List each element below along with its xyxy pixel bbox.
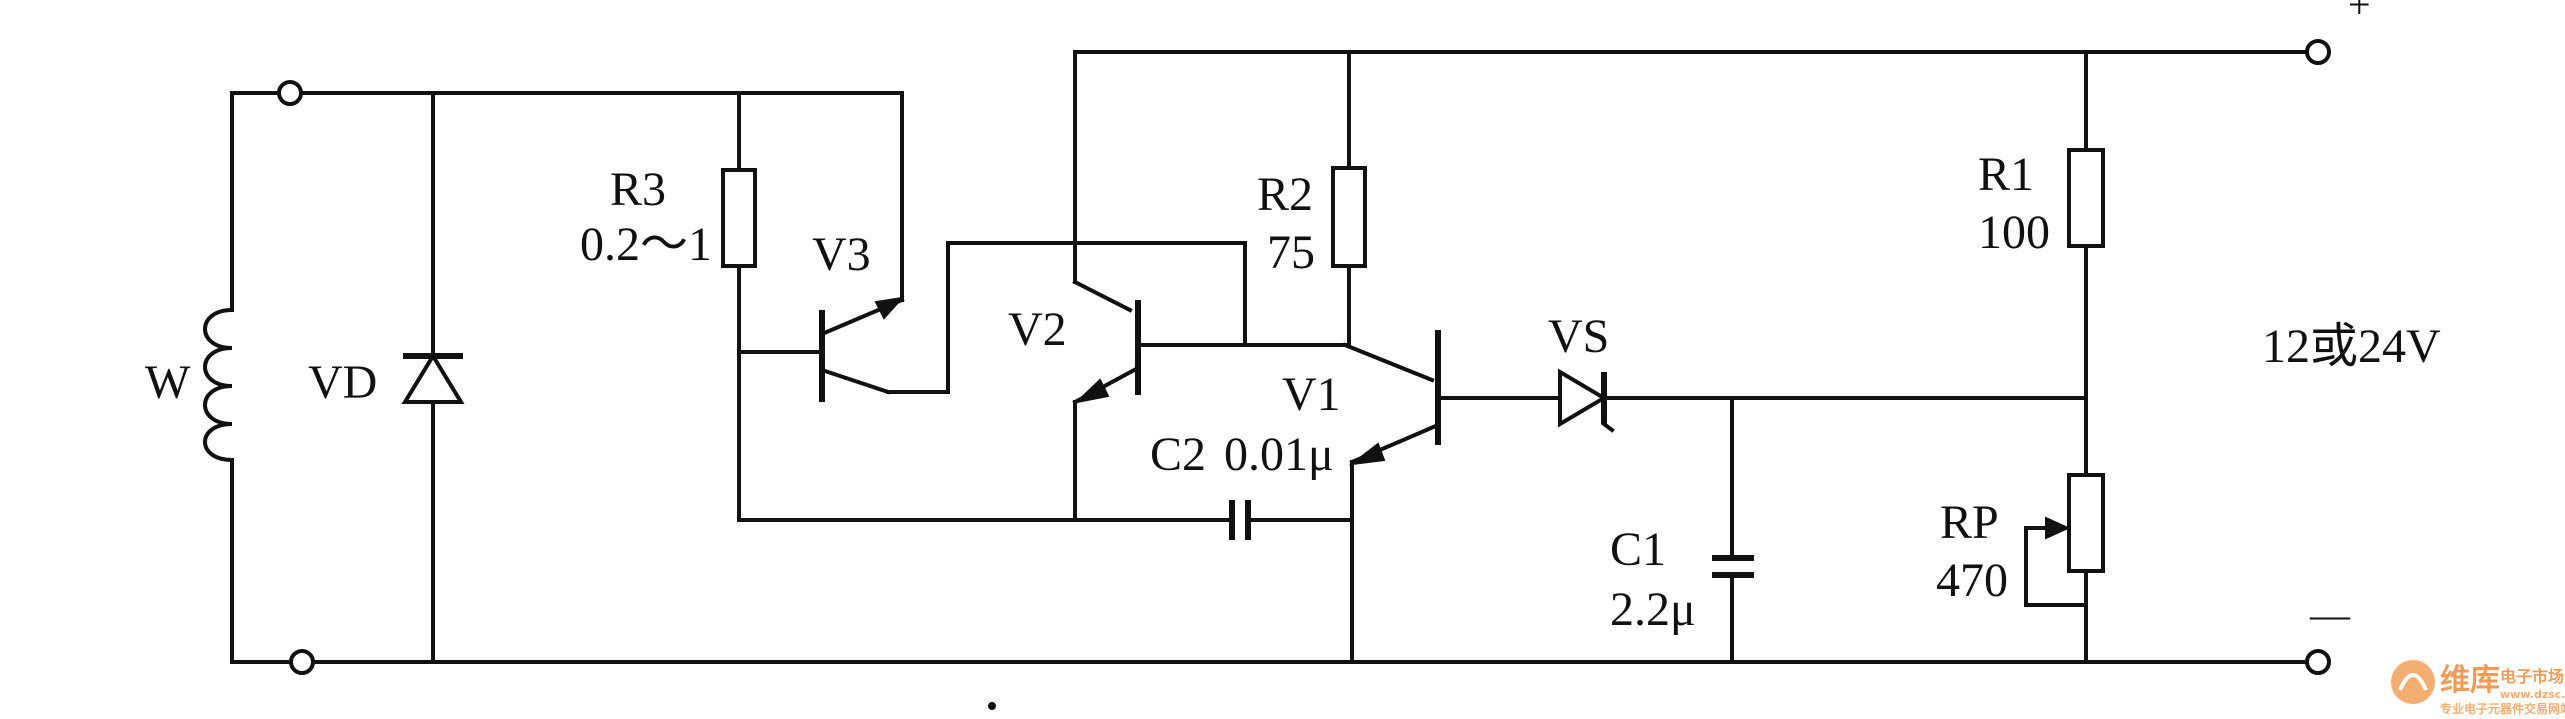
positive-sign: + xyxy=(2348,0,2371,27)
watermark-brand: 维库 xyxy=(2440,663,2500,698)
v3-label: V3 xyxy=(812,228,871,281)
c1-ref: C1 xyxy=(1610,523,1666,576)
capacitor-c1 xyxy=(1698,396,2088,664)
vs-label: VS xyxy=(1548,310,1609,363)
rp-ref: RP xyxy=(1940,496,1999,549)
negative-sign: — xyxy=(2309,592,2351,637)
r1-ref: R1 xyxy=(1978,148,2034,201)
watermark-tagline: 专业电子元器件交易网站 xyxy=(2440,701,2565,716)
diode-vd xyxy=(401,352,465,404)
coil-label: W xyxy=(145,356,191,409)
v2-label: V2 xyxy=(1008,303,1067,356)
rp-value: 470 xyxy=(1936,554,2008,607)
r1-value: 100 xyxy=(1978,206,2050,259)
coil-bottom-terminal xyxy=(289,649,315,675)
coil-w xyxy=(203,307,235,463)
watermark-url: www.dzsc.com xyxy=(2500,688,2565,701)
c2-ref: C2 xyxy=(1150,428,1206,481)
resistor-r1 xyxy=(2067,148,2105,248)
capacitor-c2 xyxy=(1218,500,1354,540)
v1-label: V1 xyxy=(1282,368,1341,421)
r3-ref: R3 xyxy=(610,163,666,216)
c2-value: 0.01μ xyxy=(1224,428,1334,481)
r2-value: 75 xyxy=(1267,226,1315,279)
supply-voltage: 12或24V xyxy=(2262,320,2441,373)
coil-top-terminal xyxy=(277,80,303,106)
c1-value: 2.2μ xyxy=(1610,583,1696,636)
resistor-r3 xyxy=(721,168,757,268)
transistor-v2 xyxy=(1072,50,1347,522)
watermark-sub: 电子市场网 xyxy=(2500,667,2565,686)
r2-branch xyxy=(1331,50,1367,347)
transistor-v1 xyxy=(1342,330,1702,664)
r2-ref: R2 xyxy=(1257,168,1313,221)
positive-terminal xyxy=(2305,39,2331,65)
diode-vs xyxy=(1558,368,1615,433)
negative-terminal xyxy=(2305,649,2331,675)
potentiometer-rp xyxy=(2024,473,2105,664)
stray-dot xyxy=(988,702,996,710)
diode-label: VD xyxy=(308,356,377,409)
resistor-r2 xyxy=(1331,166,1367,268)
watermark-logo: 维库 电子市场网 www.dzsc.com 专业电子元器件交易网站 xyxy=(2391,660,2565,716)
r1-branch xyxy=(2067,50,2105,477)
r3-value: 0.2～1 xyxy=(580,218,712,271)
transistor-v3 xyxy=(819,241,1247,402)
r3-branch xyxy=(721,91,1222,522)
resistor-rp xyxy=(2067,473,2105,573)
